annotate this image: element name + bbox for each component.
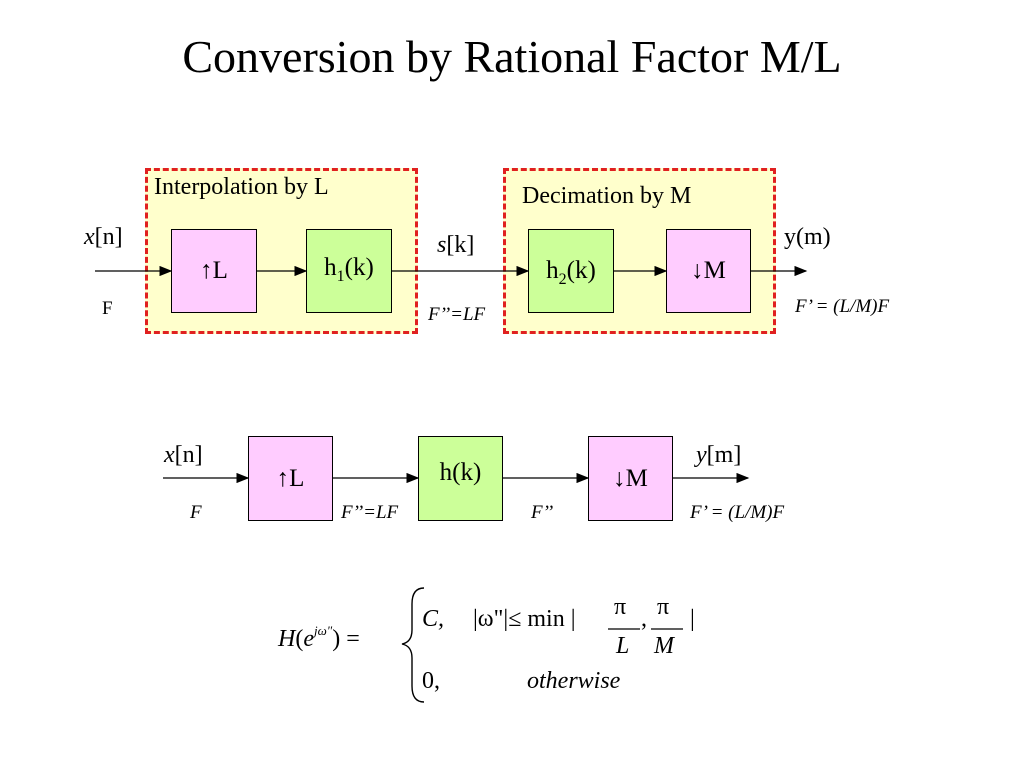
- top-input-rate: F: [102, 298, 113, 319]
- bottom-downsample-label: ↓M: [613, 464, 648, 492]
- decimation-label: Decimation by M: [522, 183, 692, 209]
- filter-h2-label: h2(k): [546, 257, 596, 288]
- formula-denominator-M: M: [654, 633, 674, 659]
- top-output-label: y(m): [784, 224, 831, 250]
- formula-comma: ,: [641, 606, 647, 632]
- formula-pi-numerator-2: π: [657, 594, 670, 620]
- bottom-filter-label: h(k): [439, 459, 482, 486]
- downsample-label: ↓M: [691, 257, 726, 284]
- bottom-output-label: y[m]: [696, 442, 742, 468]
- top-input-label: x[n]: [84, 224, 123, 250]
- upsample-block: ↑L: [171, 229, 257, 313]
- bottom-upsample-block: ↑L: [248, 436, 333, 521]
- interpolation-label: Interpolation by L: [154, 174, 329, 200]
- formula-case2-value: 0,: [422, 668, 440, 694]
- formula-case1-condition: |ω"|≤ min |: [473, 606, 576, 632]
- top-mid-rate: F’’=LF: [428, 304, 486, 325]
- formula-case2-condition: otherwise: [527, 668, 621, 694]
- top-output-rate: F’ = (L/M)F: [795, 296, 890, 317]
- formula-abs-bar: |: [690, 606, 695, 632]
- bottom-rate-after-up: F’’=LF: [341, 502, 399, 523]
- upsample-label: ↑L: [200, 257, 228, 284]
- bottom-upsample-label: ↑L: [276, 464, 305, 492]
- formula-lhs: H(ejω") =: [278, 623, 360, 652]
- bottom-input-rate: F: [190, 502, 202, 523]
- bottom-rate-after-filter: F’’: [531, 502, 554, 523]
- page-title: Conversion by Rational Factor M/L: [182, 31, 842, 82]
- downsample-block: ↓M: [666, 229, 751, 313]
- bottom-downsample-block: ↓M: [588, 436, 673, 521]
- top-mid-signal-label: s[k]: [437, 232, 475, 258]
- bottom-filter-block: h(k): [418, 436, 503, 521]
- filter-h2-block: h2(k): [528, 229, 614, 313]
- bottom-input-label: x[n]: [164, 442, 203, 468]
- bottom-output-rate: F’ = (L/M)F: [690, 502, 785, 523]
- filter-h1-block: h1(k): [306, 229, 392, 313]
- formula-case1-value: C,: [422, 606, 445, 632]
- formula-denominator-L: L: [616, 633, 630, 659]
- filter-h1-label: h1(k): [324, 254, 374, 285]
- formula-pi-numerator-1: π: [614, 594, 627, 620]
